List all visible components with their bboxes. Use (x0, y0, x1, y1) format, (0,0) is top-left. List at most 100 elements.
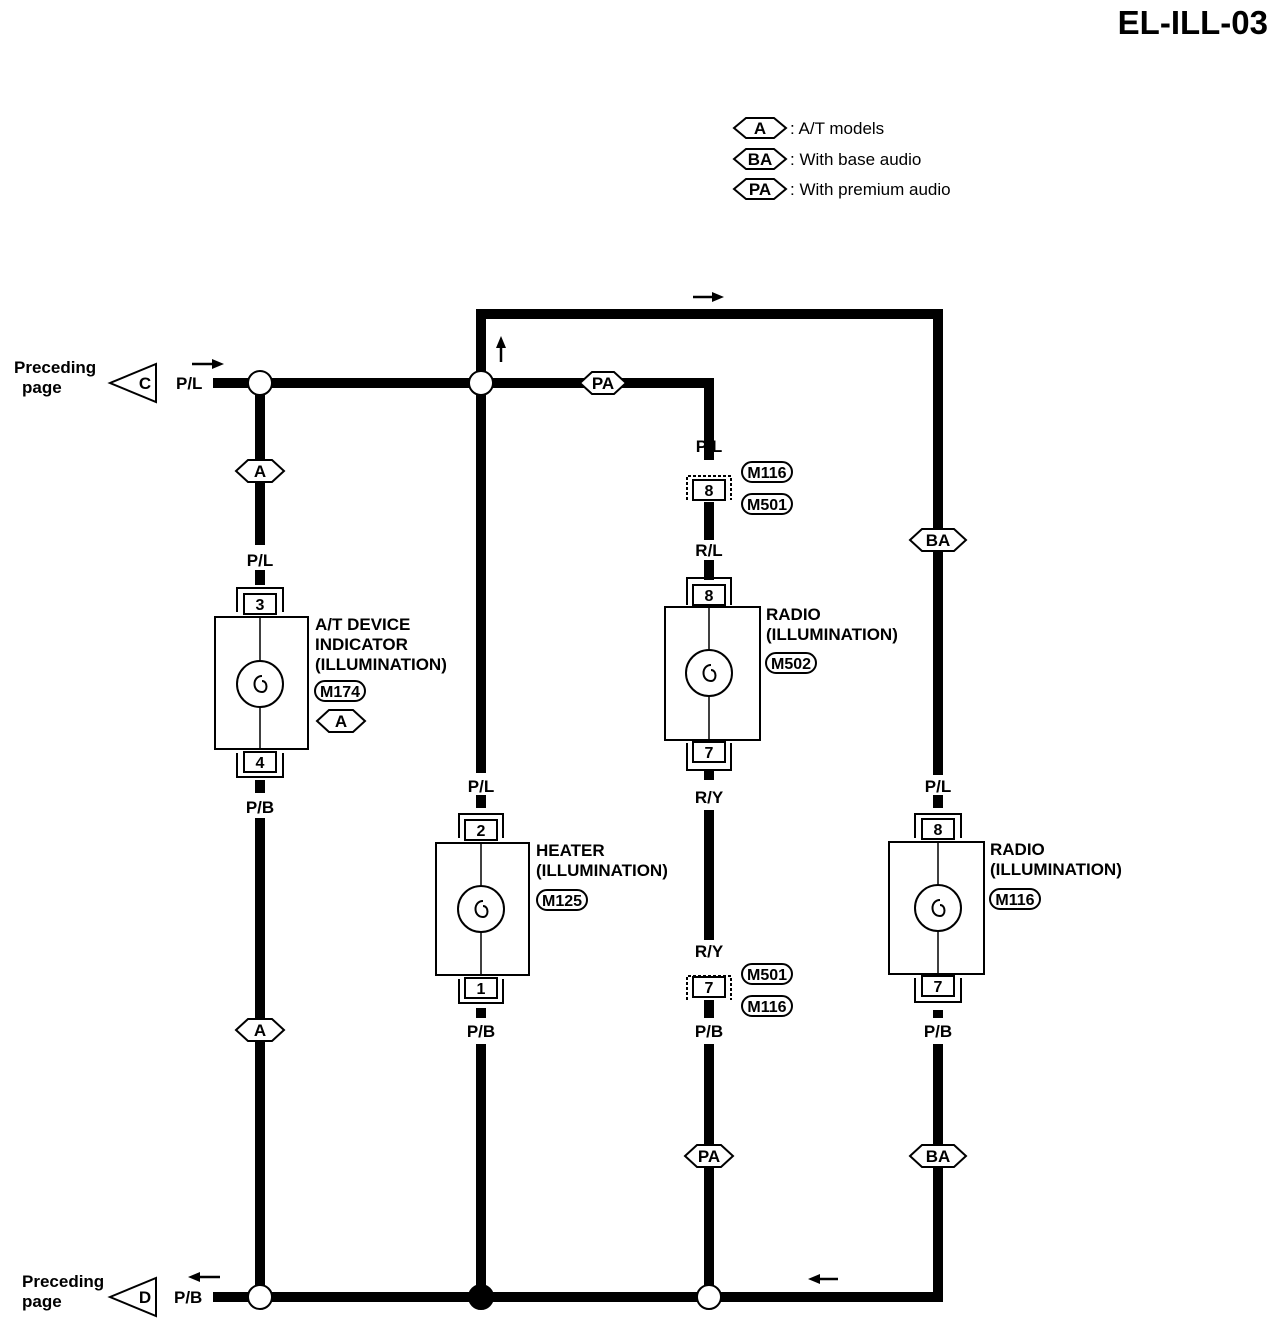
component-radio-premium: R/L 8 7 R/Y RADIO (ILLUMINATION) M502 (664, 541, 898, 807)
option-tag-a: A (234, 459, 286, 483)
option-tag-pa: PA (683, 1144, 735, 1168)
connector-code: M501 (747, 497, 787, 514)
wire-code: P/B (695, 1022, 723, 1041)
connector-code-box (741, 995, 793, 1017)
connector-letter: D (139, 1288, 151, 1307)
wire-code: R/Y (695, 942, 724, 961)
option-tag-shape (732, 117, 788, 139)
splice-open (247, 370, 273, 396)
component-name: INDICATOR (315, 635, 408, 654)
connector-code-box (741, 963, 793, 985)
wire-code: P/L (925, 777, 951, 796)
connector-code-box (741, 461, 793, 483)
option-tag-ba: BA (908, 1144, 968, 1168)
component-heater: P/L 2 1 P/B HEATER (ILLUMINATION) M125 (435, 777, 668, 1041)
pin-number: 7 (705, 980, 714, 997)
offpage-arrow-icon (107, 362, 157, 404)
pin-number: 8 (934, 822, 943, 839)
option-tag-shape (315, 709, 367, 733)
connector-code: M501 (747, 967, 787, 984)
pin-box (692, 976, 726, 998)
splice-open (247, 1284, 273, 1310)
wire-code: P/B (467, 1022, 495, 1041)
option-tag-pa: PA (578, 371, 628, 395)
wires (213, 309, 943, 1302)
legend: A : A/T models BA : With base audio PA :… (732, 117, 951, 200)
pin-box (921, 975, 955, 997)
preceding-page-line1: Preceding (14, 358, 96, 377)
splices (247, 370, 722, 1310)
pin-number: 7 (705, 745, 714, 762)
component-name: RADIO (766, 605, 821, 624)
preceding-page-line2: page (22, 378, 62, 397)
current-arrows (188, 292, 838, 1284)
arrow-up-icon (496, 336, 506, 362)
pin-box (243, 751, 277, 773)
option-tag-shape (732, 178, 788, 200)
offpage-arrow-icon (107, 1276, 157, 1318)
component-name: (ILLUMINATION) (766, 625, 898, 644)
bulb-icon (914, 884, 962, 932)
splice-open (468, 370, 494, 396)
option-tag-a: A (234, 1018, 286, 1042)
joint-connector-lower: R/Y 7 P/B M501 M116 (686, 942, 793, 1041)
wire-code-pl: P/L (176, 374, 202, 393)
option-tag-shape (732, 148, 788, 170)
legend-item-pa: PA : With premium audio (732, 178, 951, 200)
legend-item-ba: BA : With base audio (732, 148, 921, 170)
pin-box (464, 819, 498, 841)
svg-text:BA: BA (926, 1147, 951, 1166)
pin-number: 7 (934, 979, 943, 996)
connector-code: M116 (747, 999, 786, 1016)
component-at-device-indicator: P/L 3 4 P/B A/T DEVICE INDICATOR (ILLUMI… (214, 551, 447, 817)
wire-code: P/B (924, 1022, 952, 1041)
preceding-page-line1: Preceding (22, 1272, 104, 1291)
component-name: HEATER (536, 841, 605, 860)
splice-filled (468, 1284, 494, 1310)
svg-text:A: A (254, 462, 266, 481)
legend-text: : A/T models (790, 119, 884, 138)
joint-connector-upper: P/L 8 M116 M501 (686, 437, 793, 515)
legend-text: : With base audio (790, 150, 921, 169)
legend-item-a: A : A/T models (732, 117, 884, 139)
pin-box (921, 818, 955, 840)
pin-box (692, 479, 726, 501)
wire-code: P/L (468, 777, 494, 796)
wire-code: P/B (246, 798, 274, 817)
pin-box (692, 584, 726, 606)
svg-text:BA: BA (926, 531, 951, 550)
page-id: EL-ILL-03 (1118, 4, 1268, 41)
component-name: (ILLUMINATION) (536, 861, 668, 880)
pin-box (692, 741, 726, 763)
component-name: RADIO (990, 840, 1045, 859)
splice-open (696, 1284, 722, 1310)
svg-text:PA: PA (592, 374, 614, 393)
arrow-right-icon (693, 292, 724, 302)
option-tags: A A PA PA BA BA (234, 371, 968, 1168)
pin-number: 2 (477, 823, 486, 840)
connector-code-box (765, 652, 817, 674)
pin-box (243, 593, 277, 615)
pin-number: 8 (705, 483, 714, 500)
component-body (435, 842, 530, 976)
bulb-icon (685, 649, 733, 697)
component-name: (ILLUMINATION) (315, 655, 447, 674)
connector-code: M116 (995, 892, 1034, 909)
connector-code-box (536, 889, 588, 911)
offpage-connector-d: Preceding page D P/B (22, 1272, 202, 1318)
connector-code-box (989, 888, 1041, 910)
arrow-right-icon (192, 359, 224, 369)
legend-code: A (754, 119, 766, 138)
option-code: A (335, 712, 347, 731)
legend-code: PA (749, 180, 771, 199)
arrow-left-icon (808, 1274, 838, 1284)
component-radio-base: P/L 8 7 P/B RADIO (ILLUMINATION) M116 (888, 777, 1122, 1041)
pin-number: 1 (477, 981, 486, 998)
connector-code: M116 (747, 465, 786, 482)
connector-code: M502 (771, 656, 811, 673)
bulb-icon (457, 885, 505, 933)
wire-code: P/L (247, 551, 273, 570)
bulb-icon (236, 660, 284, 708)
connector-letter: C (139, 374, 151, 393)
